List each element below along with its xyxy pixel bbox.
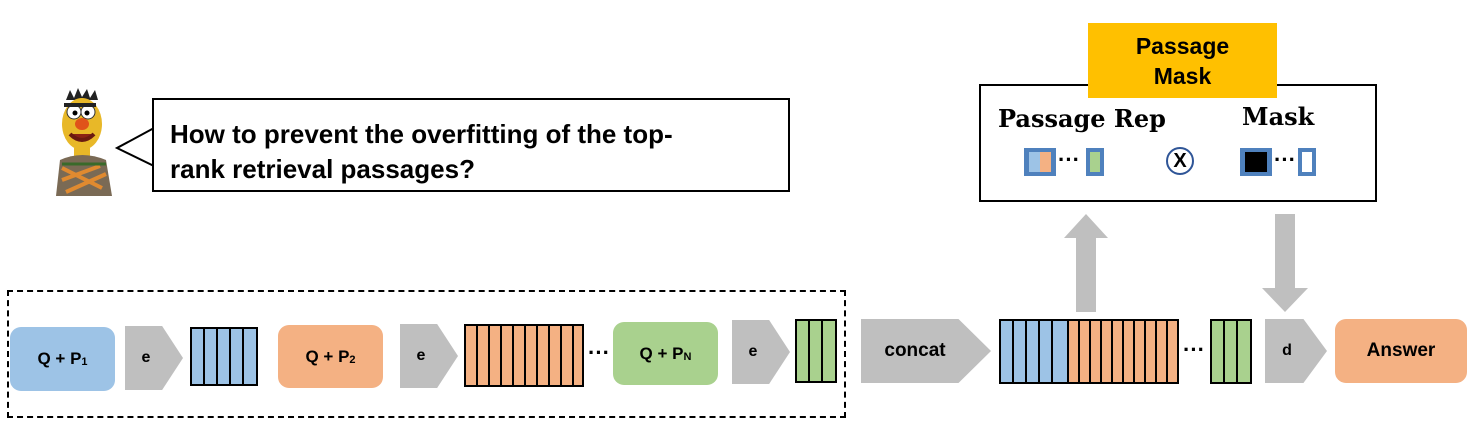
concat-operation: concat [861,319,991,383]
input-q-p1-label: Q + P [37,349,82,368]
mask-vector-icon [1240,148,1316,176]
speech-bubble-pointer [114,126,156,168]
encoder-1-label: e [141,349,151,366]
encoder-region [7,290,846,418]
passage-rep-icon [1024,148,1104,176]
encoded-vector-1 [190,327,258,386]
multiply-operator-icon: X [1166,147,1194,175]
input-q-p2-label: Q + P [305,346,350,366]
passage-rep-label: Passage Rep [998,104,1166,133]
concatenated-representation [999,319,1179,384]
encoder-ellipsis: ··· [588,340,610,365]
encoded-vector-n [795,319,837,383]
passage-mask-title-line-2: Mask [1153,62,1212,89]
question-box: How to prevent the overfitting of the to… [152,98,790,192]
down-arrow-icon [1262,214,1308,312]
answer-label: Answer [1366,340,1436,361]
decoder-label: d [1282,342,1292,359]
concat-ellipsis: ··· [1183,337,1205,362]
encoded-vector-2 [464,324,584,387]
passage-mask-title: Passage Mask [1088,23,1277,98]
concat-label: concat [884,340,946,361]
question-line-1: How to prevent the overfitting of the to… [170,119,673,149]
encoder-n-label: e [748,343,758,360]
input-q-pn-label: Q + P [639,343,684,363]
encoder-2-label: e [416,347,426,364]
answer-box: Answer [1335,319,1467,383]
passage-mask-title-line-1: Passage [1135,32,1230,59]
passage-mask-module [979,84,1377,202]
concatenated-representation-end [1210,319,1252,384]
input-q-p2-subscript: 2 [349,353,356,366]
passage-rep-ellipsis: ··· [1058,147,1080,172]
question-line-2: rank retrieval passages? [170,154,475,184]
mask-ellipsis: ··· [1274,147,1296,172]
decoder: d [1265,319,1327,383]
mask-label: Mask [1242,102,1315,131]
bert-character-icon [56,88,112,196]
up-arrow-icon [1064,214,1108,312]
input-q-p1-subscript: 1 [81,356,88,368]
input-q-pn-subscript: N [683,350,692,363]
